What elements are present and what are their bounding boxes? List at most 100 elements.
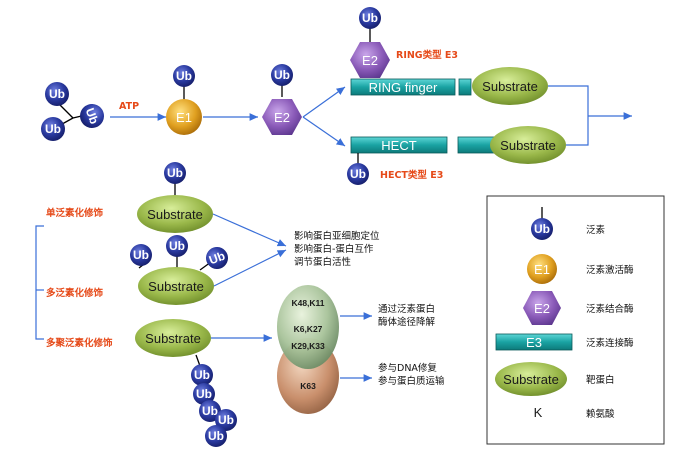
svg-text:HECT: HECT xyxy=(381,138,416,153)
e2-icon xyxy=(350,42,390,78)
substrate-icon xyxy=(137,195,213,233)
svg-text:Ub: Ub xyxy=(534,222,550,236)
effect-line-2: 影响蛋白-蛋白互作 xyxy=(294,243,374,255)
svg-text:K6,K27: K6,K27 xyxy=(294,324,323,334)
svg-text:Ub: Ub xyxy=(176,69,192,83)
hect-linker-block xyxy=(457,136,495,154)
hect-e3-complex: HECT Substrate Ub HECT类型 E3 xyxy=(347,126,566,185)
ub-icon: Ub xyxy=(41,117,65,141)
mod-multi-label: 多泛素化修饰 xyxy=(46,287,104,299)
k48-ellipse xyxy=(277,285,339,369)
svg-text:E1: E1 xyxy=(534,262,550,277)
legend-e2-icon xyxy=(523,291,561,325)
single-effect-arrow xyxy=(212,213,287,247)
legend-e3-icon xyxy=(495,333,573,351)
svg-text:Ub: Ub xyxy=(169,239,185,253)
svg-text:Ub: Ub xyxy=(194,368,210,382)
multi-ubiquitination: Ub Ub Ub Substrate xyxy=(130,235,228,305)
mod-single-label: 单泛素化修饰 xyxy=(46,207,104,219)
svg-text:Substrate: Substrate xyxy=(503,372,559,387)
svg-text:Substrate: Substrate xyxy=(145,331,201,346)
poly-ubiquitination: Substrate Ub Ub Ub Ub Ub xyxy=(135,319,237,447)
legend-lysine-label: 赖氨酸 xyxy=(586,408,615,420)
degrade-line-2: 酶体途径降解 xyxy=(378,316,436,328)
legend-ubiquitin-label: 泛素 xyxy=(586,224,606,236)
substrate-icon xyxy=(135,319,211,357)
legend-substrate-icon xyxy=(495,362,567,396)
hect-type-label: HECT类型 E3 xyxy=(380,169,443,181)
branch-ring-arrow xyxy=(302,86,346,118)
legend-e1-label: 泛素激活酶 xyxy=(586,264,634,276)
multi-effect-arrow xyxy=(213,249,287,287)
ub-icon: Ub xyxy=(347,163,369,185)
legend-ub-icon: Ub xyxy=(531,218,553,240)
legend-substrate-label: 靶蛋白 xyxy=(586,374,615,386)
svg-text:Ub: Ub xyxy=(45,122,61,136)
ub-icon: Ub xyxy=(191,364,213,386)
svg-text:Ub: Ub xyxy=(207,249,227,268)
ub-icon: Ub xyxy=(199,400,221,422)
ub-chain: Ub Ub Ub Ub Ub xyxy=(191,364,237,447)
repair-line-2: 参与蛋白质运输 xyxy=(378,375,445,387)
svg-text:Ub: Ub xyxy=(350,167,366,181)
svg-text:E3: E3 xyxy=(526,335,542,350)
ub-icon: Ub xyxy=(45,82,69,106)
branch-hect-arrow xyxy=(302,116,346,147)
ring-linker-block xyxy=(458,78,472,96)
ub-icon: Ub xyxy=(193,383,215,405)
ring-finger-bar xyxy=(350,78,456,96)
svg-text:K63: K63 xyxy=(300,381,316,391)
substrate-icon xyxy=(472,67,548,105)
left-bracket xyxy=(35,225,44,340)
ub-icon: Ub xyxy=(359,7,381,29)
substrate-icon xyxy=(138,267,214,305)
svg-text:E2: E2 xyxy=(274,110,290,125)
svg-text:Substrate: Substrate xyxy=(148,279,204,294)
single-ubiquitination: Ub Substrate xyxy=(137,162,213,233)
svg-text:Ub: Ub xyxy=(274,68,290,82)
effect-line-1: 影响蛋白亚细胞定位 xyxy=(294,230,380,242)
svg-text:Ub: Ub xyxy=(49,87,65,101)
svg-text:Ub: Ub xyxy=(208,429,224,443)
legend-k-symbol: K xyxy=(534,405,543,420)
svg-text:Ub: Ub xyxy=(133,248,149,262)
svg-text:E1: E1 xyxy=(176,110,192,125)
svg-text:Substrate: Substrate xyxy=(500,138,556,153)
ub-icon: Ub xyxy=(173,65,195,87)
ring-type-label: RING类型 E3 xyxy=(396,49,458,61)
ub-icon: Ub xyxy=(164,162,186,184)
atp-label: ATP xyxy=(119,101,139,112)
mod-poly-label: 多聚泛素化修饰 xyxy=(46,337,113,349)
ub-icon: Ub xyxy=(271,64,293,86)
svg-text:RING finger: RING finger xyxy=(369,80,438,95)
e2-enzyme: Ub E2 xyxy=(262,64,302,135)
ub-icon: Ub xyxy=(130,244,152,266)
svg-text:Ub: Ub xyxy=(83,106,102,126)
svg-text:Ub: Ub xyxy=(218,413,234,427)
ub-icon: Ub xyxy=(215,409,237,431)
svg-text:K29,K33: K29,K33 xyxy=(291,341,325,351)
ub-icon: Ub xyxy=(206,247,228,269)
ring-e3-complex: Ub E2 RING类型 E3 RING finger Substrate xyxy=(350,7,548,105)
legend-e1-icon xyxy=(527,254,557,284)
legend: Ub 泛素 E1 泛素激活酶 E2 泛素结合酶 E3 泛素连接酶 Substra… xyxy=(486,195,665,445)
svg-text:E2: E2 xyxy=(534,301,550,316)
ub-icon: Ub xyxy=(79,104,104,128)
svg-text:K48,K11: K48,K11 xyxy=(291,298,324,308)
e1-enzyme: Ub E1 xyxy=(166,65,202,135)
svg-text:Substrate: Substrate xyxy=(482,79,538,94)
svg-text:E2: E2 xyxy=(362,53,378,68)
k-linkage-group: K48,K11 K6,K27 K29,K33 K63 xyxy=(277,285,339,414)
ub-icon: Ub xyxy=(205,425,227,447)
e2-icon xyxy=(262,99,302,135)
legend-e2-label: 泛素结合酶 xyxy=(586,303,634,315)
substrate-icon xyxy=(490,126,566,164)
svg-text:Ub: Ub xyxy=(362,11,378,25)
legend-box xyxy=(486,195,665,445)
svg-text:Ub: Ub xyxy=(196,387,212,401)
effect-line-3: 调节蛋白活性 xyxy=(294,256,352,268)
e1-icon xyxy=(166,99,202,135)
svg-text:Ub: Ub xyxy=(167,166,183,180)
svg-text:Substrate: Substrate xyxy=(147,207,203,222)
